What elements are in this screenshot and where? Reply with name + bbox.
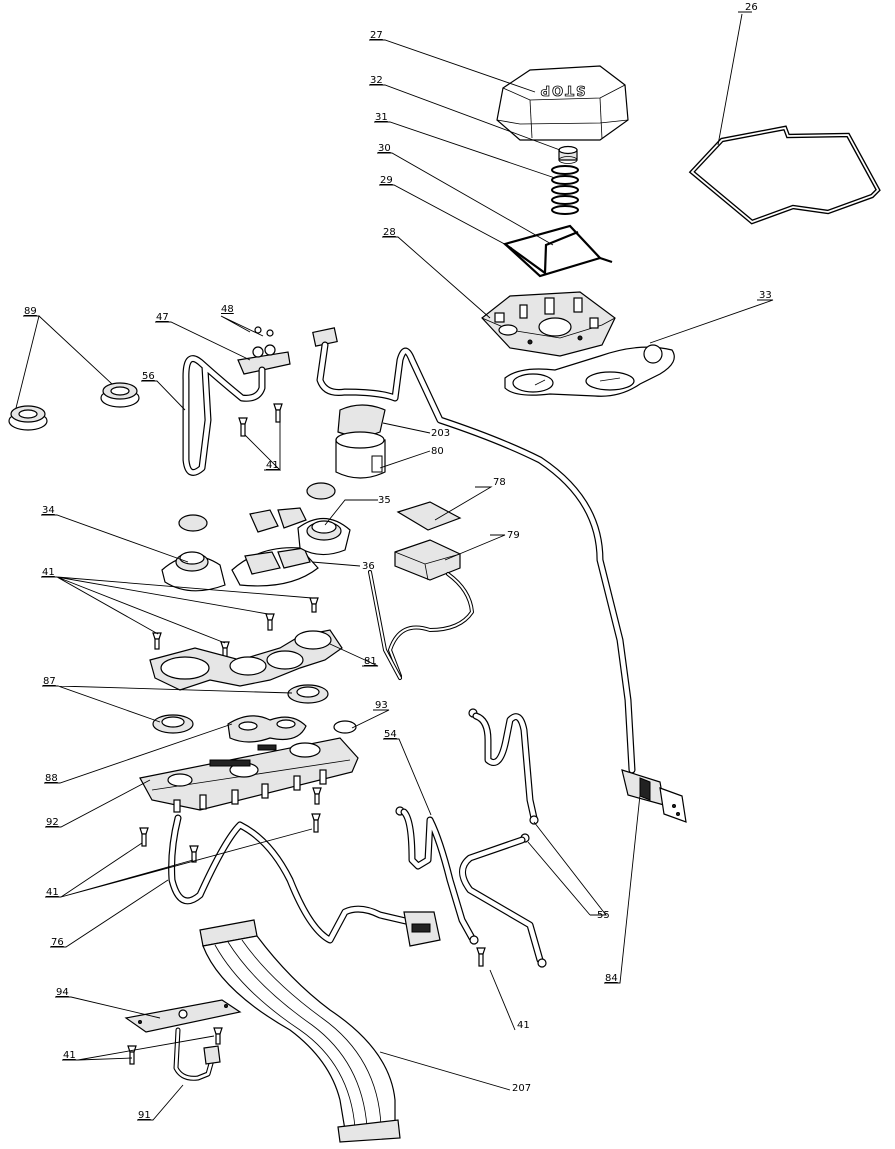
callout-80: 80 — [431, 446, 444, 457]
callout-31: 31 — [375, 112, 388, 123]
callout-34: 34 — [42, 505, 55, 516]
leader-lines — [15, 11, 774, 1121]
callout-91: 91 — [138, 1110, 151, 1121]
part-35-housing — [297, 517, 351, 556]
callout-89: 89 — [24, 306, 37, 317]
part-55-wires — [459, 708, 547, 968]
callout-81: 81 — [364, 656, 377, 667]
part-91-cable — [173, 1027, 221, 1081]
callout-203: 203 — [431, 428, 450, 439]
part-33-membrane — [504, 344, 675, 397]
part-92-pcb — [139, 737, 359, 813]
screws-41-lower — [139, 787, 322, 863]
callout-47: 47 — [156, 312, 169, 323]
callout-41-c: 41 — [46, 887, 59, 898]
part-29-30-wire-frame — [502, 224, 613, 278]
part-87-seals — [152, 684, 329, 734]
callout-84: 84 — [605, 973, 618, 984]
callout-35: 35 — [378, 495, 391, 506]
screws-41-top — [238, 403, 283, 437]
callout-26: 26 — [745, 2, 758, 13]
part-31-spring — [551, 165, 579, 215]
callout-78: 78 — [493, 477, 506, 488]
callout-87: 87 — [43, 676, 56, 687]
part-56-cable — [182, 355, 266, 476]
callout-labels: 26 27 32 31 30 29 28 33 89 48 47 56 41 2… — [24, 2, 772, 1121]
callout-94: 94 — [56, 987, 69, 998]
callout-88: 88 — [45, 773, 58, 784]
callout-27: 27 — [370, 30, 383, 41]
part-94-board — [124, 999, 242, 1033]
part-78-pad — [396, 501, 462, 531]
callout-41-a: 41 — [266, 460, 279, 471]
callout-79: 79 — [507, 530, 520, 541]
callout-29: 29 — [380, 175, 393, 186]
callout-54: 54 — [384, 729, 397, 740]
part-47-switch-head — [237, 326, 291, 375]
part-81-bezel — [149, 629, 343, 691]
part-207-ribbon-cable — [199, 919, 401, 1143]
part-32-cap — [558, 145, 578, 164]
part-84-connector — [621, 769, 687, 823]
part-93-disc — [333, 720, 357, 734]
part-80-sleeve — [335, 431, 386, 479]
callout-92: 92 — [46, 817, 59, 828]
callout-33: 33 — [759, 290, 772, 301]
callout-32: 32 — [370, 75, 383, 86]
callout-36: 36 — [362, 561, 375, 572]
callout-55: 55 — [597, 910, 610, 921]
part-54-wire — [395, 806, 479, 945]
part-76-cable — [168, 814, 441, 947]
callout-41-d: 41 — [517, 1020, 530, 1031]
part-88-seal — [227, 715, 307, 743]
callout-207: 207 — [512, 1083, 531, 1094]
button-caps — [178, 482, 336, 533]
callout-56: 56 — [142, 371, 155, 382]
part-89-gland-nuts — [8, 382, 140, 431]
callout-76: 76 — [51, 937, 64, 948]
callout-30: 30 — [378, 143, 391, 154]
long-cable-to-84 — [312, 327, 636, 774]
screw-41-right — [476, 947, 486, 967]
callout-41-e: 41 — [63, 1050, 76, 1061]
callout-93: 93 — [375, 700, 388, 711]
svg-text:STOP: STOP — [539, 82, 586, 97]
stop-logo: STOP — [538, 82, 586, 98]
callout-41-b: 41 — [42, 567, 55, 578]
part-28-base-board — [481, 291, 616, 357]
callout-48: 48 — [221, 304, 234, 315]
part-79-sensor — [368, 539, 474, 680]
callout-28: 28 — [383, 227, 396, 238]
part-203-pad — [337, 404, 386, 437]
part-26-gasket — [688, 125, 881, 225]
screws-41-middle — [152, 597, 319, 659]
part-34-housing — [161, 551, 226, 592]
part-27-cover: STOP — [496, 65, 629, 141]
part-36-housing — [231, 547, 319, 587]
